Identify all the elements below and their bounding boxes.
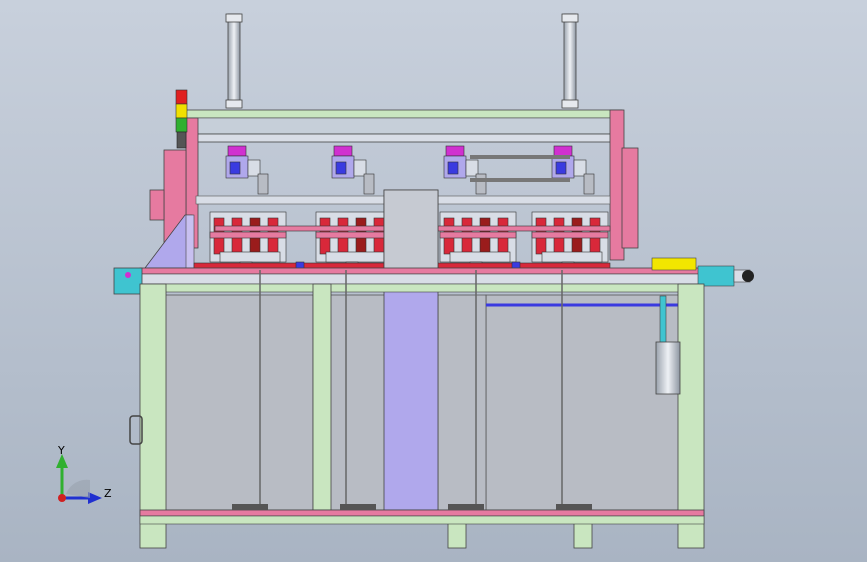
z-axis-label: Z xyxy=(104,487,112,500)
top-cylinders xyxy=(225,13,579,109)
sensor-block xyxy=(331,145,375,195)
axis-triad: Y Z xyxy=(56,444,112,504)
right-cylinder xyxy=(655,295,681,395)
y-axis-label: Y xyxy=(57,444,65,457)
work-head xyxy=(209,211,287,271)
work-head xyxy=(439,211,517,271)
sensor-block xyxy=(443,145,487,195)
sensor-block xyxy=(225,145,269,195)
work-head xyxy=(315,211,393,271)
bottom-rail xyxy=(139,504,705,525)
center-column-cap xyxy=(383,189,439,273)
table-plate xyxy=(113,257,754,307)
guide-rods xyxy=(259,270,563,505)
signal-tower xyxy=(175,89,188,149)
rollers xyxy=(470,155,570,182)
back-panels xyxy=(162,294,682,511)
work-head xyxy=(531,211,609,271)
